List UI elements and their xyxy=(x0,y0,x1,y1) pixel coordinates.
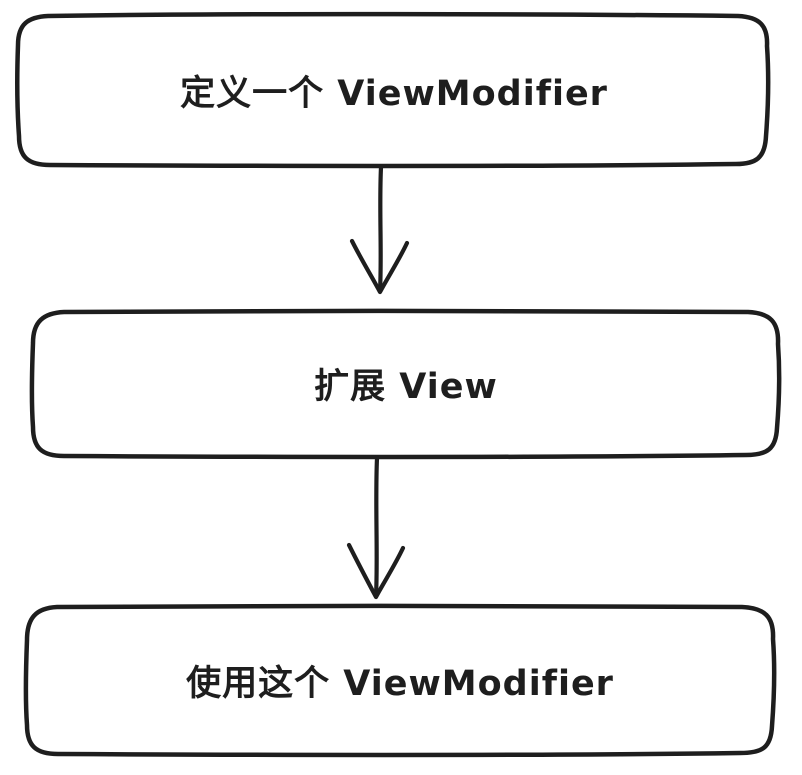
node-box-define-viewmodifier xyxy=(15,11,771,169)
arrow-down-icon xyxy=(377,164,384,294)
arrow-down-head-icon xyxy=(349,238,410,295)
node-box-use-viewmodifier xyxy=(23,603,777,758)
arrow-down-icon xyxy=(373,455,380,599)
node-box-extend-view xyxy=(29,308,782,460)
arrow-down-head-icon xyxy=(346,542,406,600)
